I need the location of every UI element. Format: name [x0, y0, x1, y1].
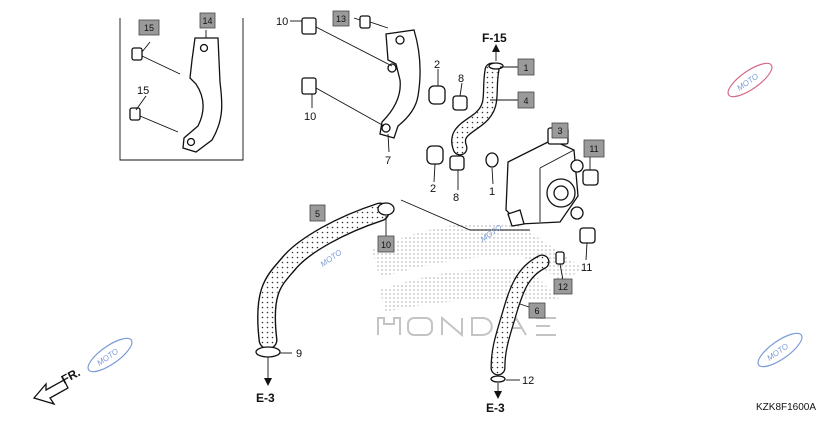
svg-text:MOTO: MOTO	[319, 248, 344, 269]
svg-text:MOTO: MOTO	[735, 72, 760, 93]
short-hose-clamp-bottom	[490, 375, 506, 383]
o-ring	[485, 152, 499, 168]
inset-bolt-lower	[129, 107, 179, 133]
tag-box-1	[517, 58, 535, 76]
tag-box-5	[309, 204, 326, 222]
callout-4: 4	[523, 96, 528, 106]
tag-box-15	[138, 19, 160, 36]
collar-upper	[452, 95, 468, 111]
watermark-bottom-right: MOTO	[757, 332, 803, 368]
tag-box-3	[551, 122, 569, 139]
main-bracket	[379, 29, 421, 139]
upper-hose	[452, 64, 498, 154]
svg-text:MOTO: MOTO	[765, 342, 790, 363]
inset-bracket	[182, 37, 223, 153]
callout-1: 1	[489, 186, 495, 198]
ref-e3-left: E-3	[256, 391, 275, 405]
callout-11a: 11	[589, 144, 598, 154]
bolt-10-lower	[301, 77, 385, 127]
small-clamp	[555, 251, 565, 265]
callout-12b: 12	[522, 375, 534, 387]
callout-9a: 10	[381, 240, 391, 250]
watermark-center: MOTO	[319, 248, 344, 269]
tag-box-4	[517, 91, 535, 109]
short-hose	[492, 256, 548, 374]
nut-lower	[579, 227, 596, 244]
main-bracket-hole-mid	[387, 63, 397, 73]
watermark-bottom-left: MOTO	[87, 337, 133, 373]
inset-bracket-hole-top	[199, 43, 209, 53]
leader-lines	[135, 17, 591, 381]
callout-13: 13	[336, 14, 346, 24]
tag-box-6	[528, 302, 546, 319]
upper-hose-clamp	[488, 62, 504, 70]
callout-11b: 11	[581, 262, 592, 274]
callout-14: 14	[202, 16, 212, 26]
grommet-upper	[428, 85, 446, 105]
callout-8b: 8	[453, 192, 459, 204]
grommet-lower	[426, 145, 444, 165]
inset-bolt-upper	[131, 47, 181, 75]
tag-box-14	[199, 12, 216, 29]
callout-6: 6	[534, 306, 539, 316]
callout-5: 5	[315, 209, 320, 219]
callout-10b: 10	[304, 111, 316, 123]
main-bracket-hole-top	[395, 35, 405, 45]
callout-2b: 2	[430, 183, 436, 195]
callout-7: 7	[385, 155, 391, 167]
long-hose	[259, 204, 388, 348]
ref-e3-right: E-3	[486, 401, 505, 415]
tag-box-11	[583, 139, 605, 158]
tag-box-12	[553, 278, 573, 295]
callout-15a: 15	[144, 23, 154, 33]
diagram-code: KZK8F1600A	[756, 402, 816, 413]
svg-text:MOTO: MOTO	[95, 347, 120, 368]
bolt-13	[359, 15, 389, 29]
tag-box-13	[332, 10, 350, 27]
inset-frame	[119, 18, 244, 161]
bolt-10-upper	[301, 17, 393, 67]
valve-assembly	[505, 127, 584, 227]
callout-15b: 15	[137, 85, 149, 97]
collar-lower	[449, 155, 465, 171]
front-arrow: FR.	[32, 365, 82, 406]
brand-logo-watermark	[372, 222, 585, 338]
watermark-right: MOTO	[727, 62, 773, 98]
long-hose-clamp-bottom	[255, 346, 281, 358]
ref-f15: F-15	[482, 31, 507, 45]
callout-12a: 12	[558, 282, 568, 292]
callout-2a: 2	[434, 59, 440, 71]
inset-bracket-hole-bottom	[186, 137, 196, 147]
callout-10a: 10	[276, 16, 288, 28]
callout-9b: 9	[296, 348, 302, 360]
callout-1-box: 1	[523, 63, 528, 73]
callout-3: 3	[557, 126, 562, 136]
long-hose-clamp-top	[377, 202, 395, 216]
nut-upper	[582, 169, 599, 186]
callout-8a: 8	[458, 73, 464, 85]
tag-box-9	[377, 235, 395, 253]
